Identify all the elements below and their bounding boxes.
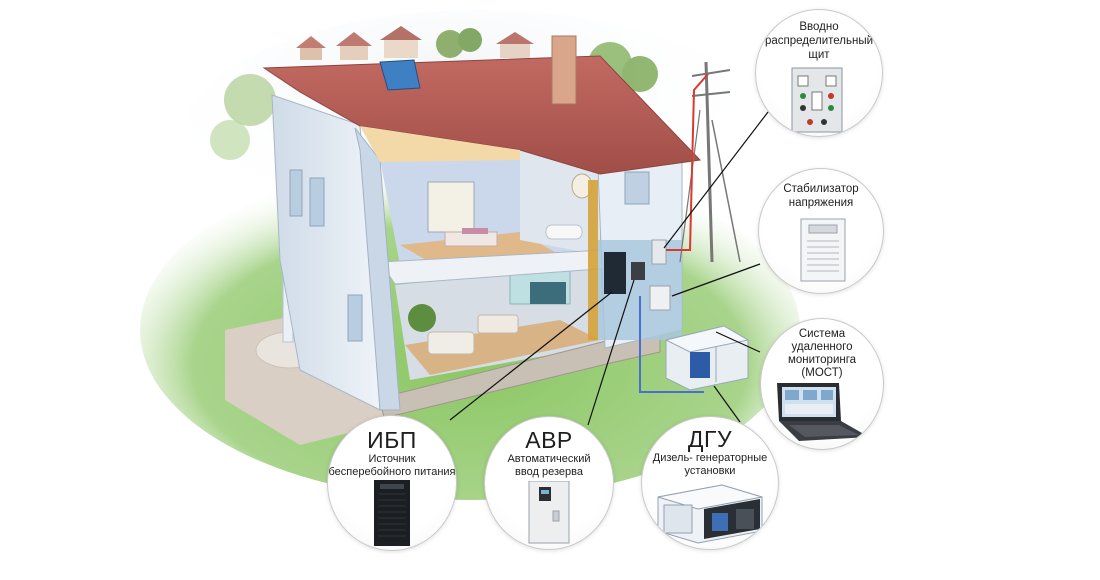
stabilizer-icon bbox=[800, 218, 846, 282]
ups-unit-in-house bbox=[604, 252, 626, 294]
callout-label-line: Вводно bbox=[799, 21, 839, 33]
bedroom-window bbox=[427, 181, 475, 233]
callout-label-line: Система bbox=[798, 328, 846, 340]
callout-abbr: ИБП bbox=[367, 427, 417, 453]
ups-cabinet-icon bbox=[374, 480, 410, 546]
callout-abbr: ДГУ bbox=[687, 426, 733, 452]
callout-label-line: удаленного bbox=[791, 341, 853, 353]
callout-abbr: АВР bbox=[525, 427, 573, 453]
callout-label-line: напряжения bbox=[788, 197, 854, 209]
callout-desc-line: ввод резерва bbox=[515, 466, 583, 478]
callout-ups: ИБП Источник бесперебойного питания bbox=[327, 415, 457, 551]
solar-panel bbox=[379, 59, 421, 91]
support-post bbox=[588, 180, 598, 340]
power-line bbox=[666, 73, 709, 251]
callout-stabilizer: Стабилизатор напряжения bbox=[758, 168, 884, 294]
distribution-panel-icon bbox=[791, 67, 843, 133]
callout-label-line: (МОСТ) bbox=[801, 367, 843, 379]
callout-ats: АВР Автоматический ввод резерва bbox=[484, 416, 614, 550]
callout-label-line: Стабилизатор bbox=[783, 183, 859, 195]
callout-genset: ДГУ Дизель- генераторные установки bbox=[641, 416, 779, 550]
stabilizer-in-house bbox=[649, 285, 671, 311]
connector-lines bbox=[449, 111, 769, 426]
background-village bbox=[210, 26, 658, 160]
ats-cabinet-icon bbox=[528, 481, 570, 544]
callout-input-panel: Вводно распределительный щит bbox=[755, 9, 883, 137]
cut-wall-edge bbox=[354, 127, 401, 411]
generator-on-lawn bbox=[664, 325, 750, 391]
network-line bbox=[639, 296, 704, 393]
roof bbox=[262, 55, 702, 175]
generator-icon bbox=[657, 484, 763, 544]
callout-desc-line: установки bbox=[684, 465, 736, 477]
laptop-icon bbox=[777, 383, 869, 441]
callout-label-line: щит bbox=[808, 49, 830, 61]
callout-desc-line: бесперебойного питания bbox=[328, 466, 456, 478]
callout-label-line: мониторинга bbox=[787, 354, 857, 366]
chimney bbox=[551, 35, 577, 105]
callout-label-line: распределительный bbox=[764, 35, 874, 47]
panel-in-house bbox=[651, 239, 667, 265]
callout-desc-line: Источник bbox=[368, 453, 416, 465]
power-pole bbox=[679, 61, 741, 263]
ats-box-in-house bbox=[631, 262, 645, 280]
callout-desc-line: Дизель- генераторные bbox=[652, 452, 768, 464]
roof-cut-underside bbox=[360, 126, 520, 162]
callout-desc-line: Автоматический bbox=[507, 453, 591, 465]
living-floor bbox=[405, 320, 600, 375]
callout-monitoring: Система удаленного мониторинга (МОСТ) bbox=[760, 318, 884, 450]
